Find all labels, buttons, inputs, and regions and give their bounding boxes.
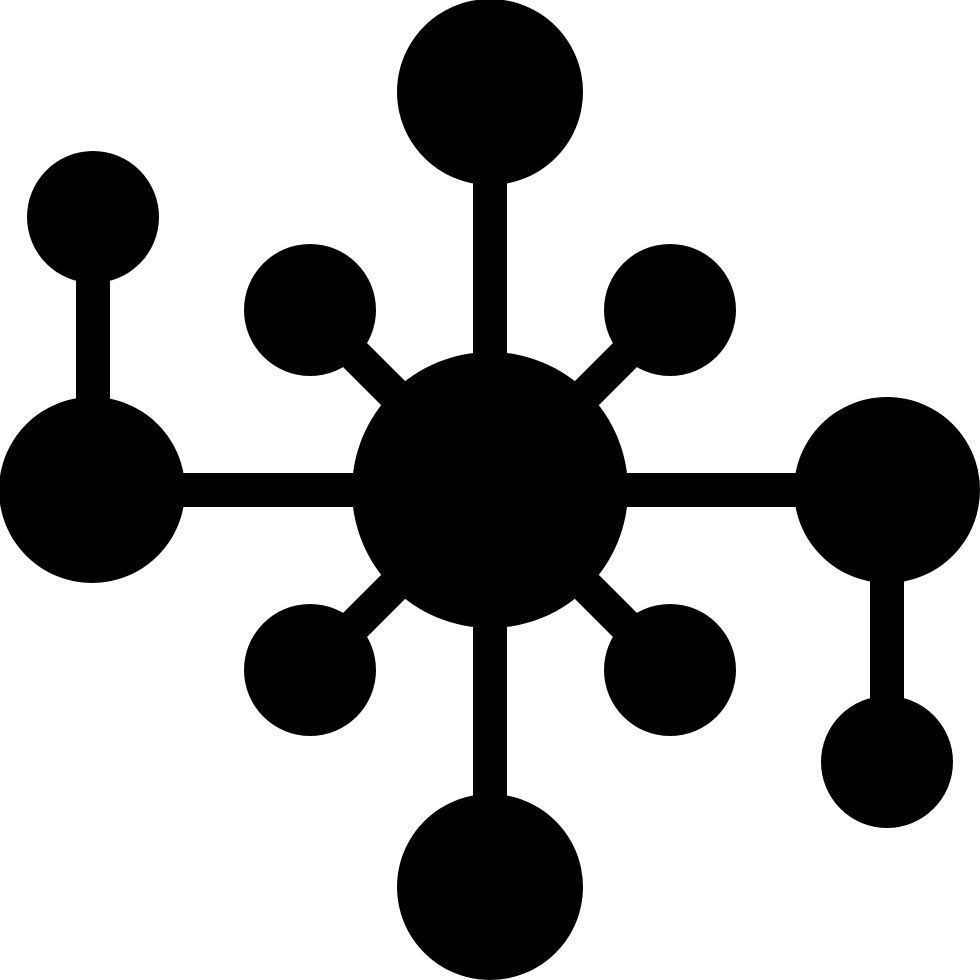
bottom-right-node	[604, 604, 736, 736]
bottom-left-node	[244, 604, 376, 736]
top-right-node	[604, 244, 736, 376]
connector-bottom	[473, 610, 507, 830]
connector-left	[150, 473, 370, 507]
center-node	[352, 352, 628, 628]
connector-right	[610, 473, 830, 507]
left-node	[0, 397, 185, 583]
far-bottom-right-node	[821, 696, 953, 828]
connector-top	[473, 150, 507, 370]
far-top-left-node	[27, 151, 159, 283]
bottom-node	[397, 794, 583, 980]
top-left-node	[244, 244, 376, 376]
top-node	[397, 0, 583, 185]
right-node	[794, 397, 980, 583]
